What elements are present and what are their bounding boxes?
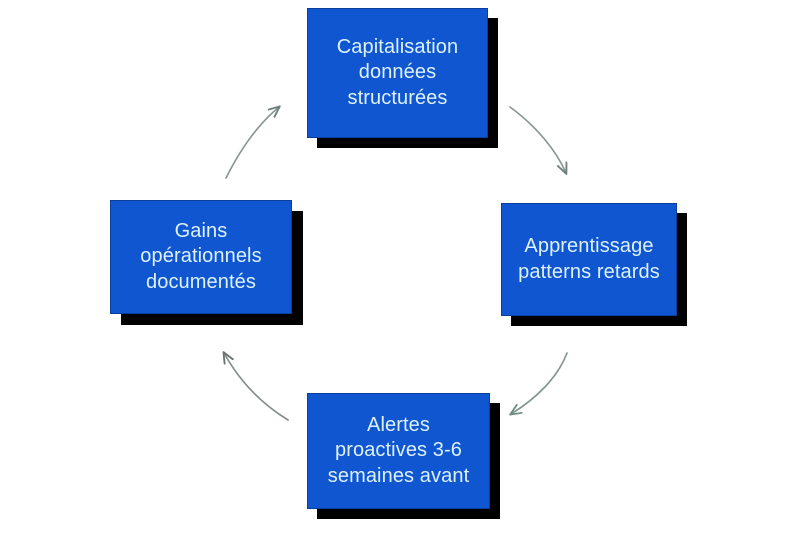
arrow-apprentissage-to-alertes xyxy=(511,352,568,414)
node-apprentissage[interactable]: Apprentissage patterns retards xyxy=(501,203,677,316)
node-alertes[interactable]: Alertes proactives 3-6 semaines avant xyxy=(307,393,490,509)
node-alertes-label: Alertes proactives 3-6 semaines avant xyxy=(327,413,470,487)
arrow-gains-to-capitalisation xyxy=(225,107,279,179)
node-gains-label: Gains opérationnels documentés xyxy=(140,219,262,293)
node-gains[interactable]: Gains opérationnels documentés xyxy=(110,200,292,314)
node-apprentissage-label: Apprentissage patterns retards xyxy=(518,234,660,283)
node-capitalisation[interactable]: Capitalisation données structurées xyxy=(307,8,488,138)
arrow-capitalisation-to-apprentissage xyxy=(509,106,566,173)
node-capitalisation-label: Capitalisation données structurées xyxy=(336,35,459,109)
arrow-alertes-to-gains xyxy=(224,353,289,421)
